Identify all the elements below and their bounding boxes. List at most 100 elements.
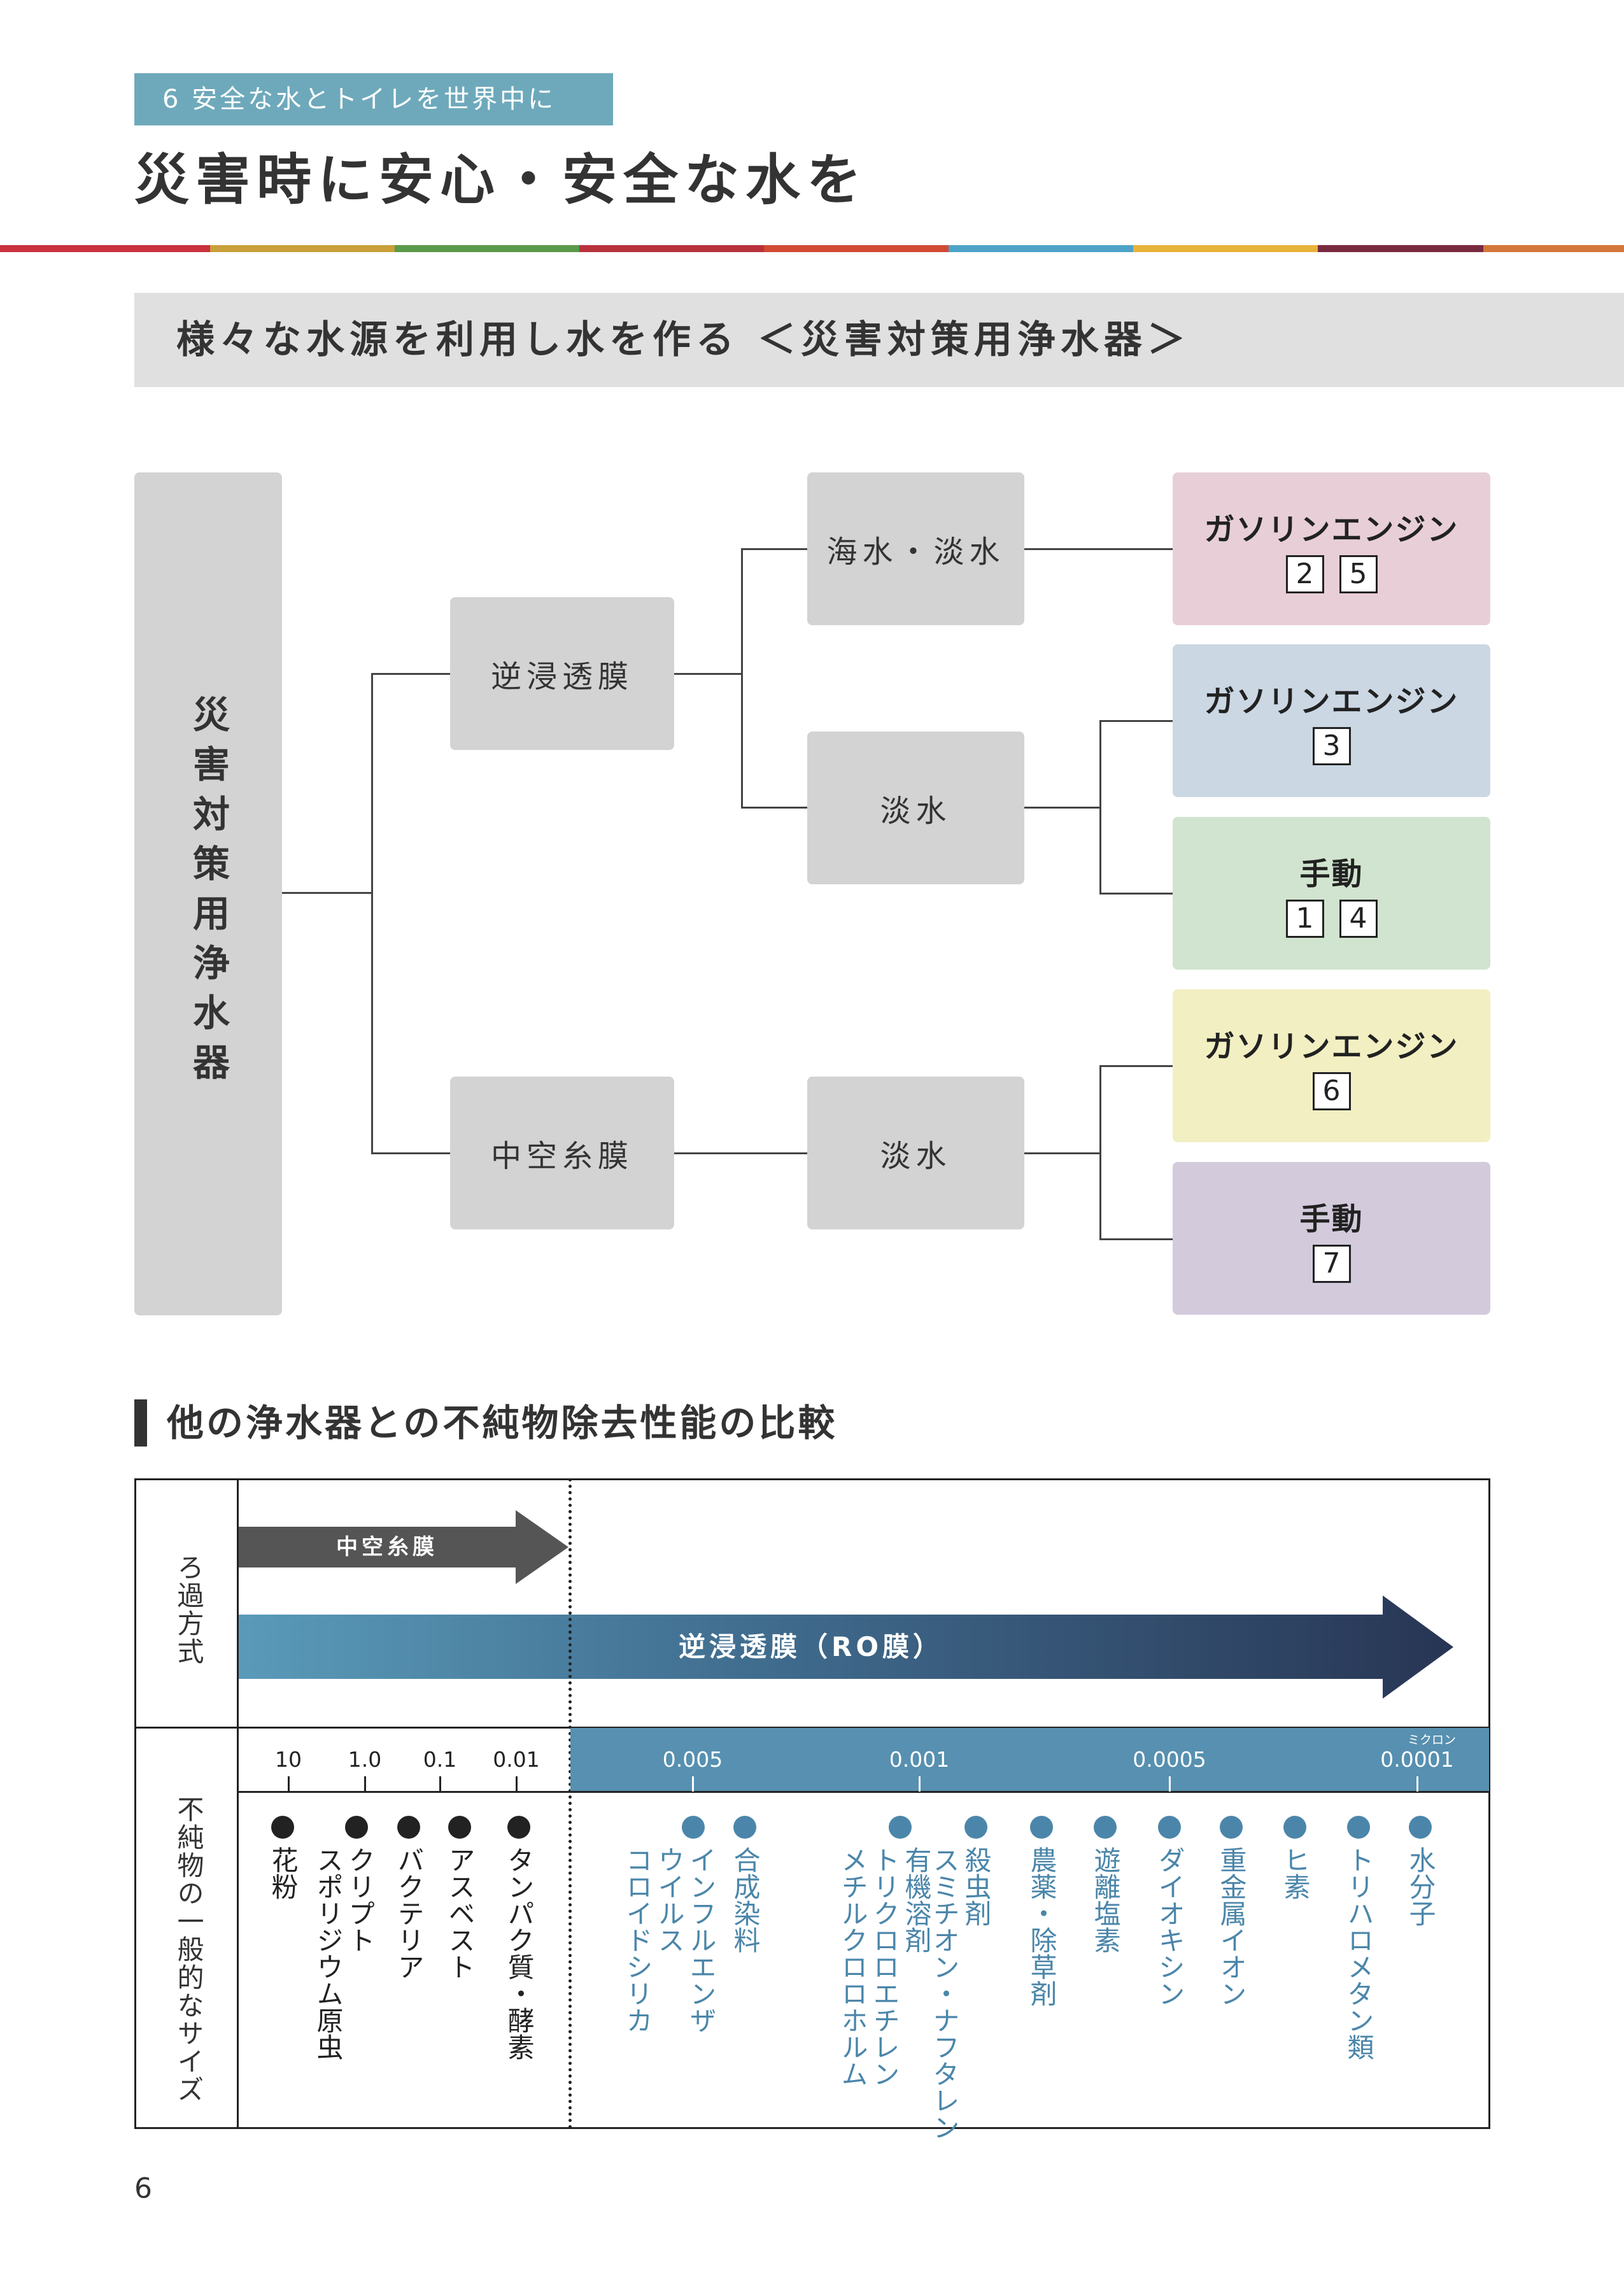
result-label: 手動: [1299, 1201, 1364, 1237]
connector: [1099, 720, 1173, 722]
connector: [1024, 548, 1173, 550]
section-title: 様々な水源を利用し水を作る ＜災害対策用浄水器＞: [176, 318, 1190, 362]
ro-membrane-node: 逆浸透膜: [450, 597, 674, 750]
model-number-badge: 3: [1312, 727, 1351, 765]
scale-label: 0.0001: [1380, 1747, 1454, 1772]
page-title: 災害時に安心・安全な水を: [134, 148, 868, 212]
impurity-label: タンパク質・酵素: [504, 1846, 535, 2060]
connector: [674, 673, 742, 675]
impurity-label: 有機溶剤 トリクロロエチレン メチルクロロホルム: [837, 1846, 932, 2087]
connector: [1099, 1065, 1101, 1240]
impurity-label: ダイオキシン: [1154, 1846, 1185, 2007]
connector: [674, 1152, 807, 1154]
size-marker-dot: [1283, 1816, 1306, 1839]
hollow-membrane-label: 中空糸膜: [490, 1138, 633, 1174]
result-label: ガソリンエンジン: [1204, 1029, 1459, 1065]
impurity-label: 重金属イオン: [1216, 1846, 1247, 2007]
scale-label: 0.005: [662, 1747, 723, 1772]
scale-tick: [364, 1776, 366, 1792]
model-number-badge: 6: [1312, 1072, 1351, 1110]
color-stripe: [0, 245, 1624, 252]
scale-tick: [288, 1776, 290, 1792]
scale-label: 10: [275, 1747, 302, 1772]
color-stripe-segment: [1318, 245, 1483, 252]
impurity-label: 花粉: [267, 1846, 299, 1900]
impurity-label: 合成染料: [730, 1846, 761, 1953]
size-marker-dot: [1158, 1816, 1181, 1839]
source-sea-fresh-label: 海水・淡水: [826, 534, 1005, 570]
ro-arrow-label: 逆浸透膜（RO膜）: [679, 1631, 944, 1662]
connector: [371, 673, 373, 1154]
scale-line: [239, 1791, 1490, 1793]
connector: [741, 548, 743, 808]
source-fresh-ro-label: 淡水: [880, 793, 952, 829]
scale-tick: [439, 1776, 441, 1792]
size-marker-dot: [1094, 1816, 1117, 1839]
heading-accent-bar: [134, 1399, 147, 1447]
connector: [1099, 893, 1173, 895]
source-fresh-hollow-label: 淡水: [880, 1138, 952, 1174]
model-number-badge: 1: [1285, 900, 1324, 938]
section-band: 様々な水源を利用し水を作る ＜災害対策用浄水器＞: [134, 293, 1624, 387]
scale-tick: [1169, 1776, 1171, 1792]
row-label-size: 不純物の一般的なサイズ: [173, 1795, 204, 2104]
model-numbers: 3: [1312, 727, 1351, 765]
root-node: 災害対策用浄水器: [134, 472, 282, 1315]
scale-band: [570, 1728, 1489, 1792]
connector: [1024, 1152, 1100, 1154]
connector: [371, 673, 450, 675]
connector: [741, 548, 807, 550]
size-marker-dot: [1409, 1816, 1432, 1839]
impurity-label: 遊離塩素: [1090, 1846, 1121, 1953]
hollow-arrow-label: 中空糸膜: [336, 1534, 438, 1560]
unit-label: ミクロン: [1407, 1733, 1457, 1747]
model-numbers: 7: [1312, 1245, 1351, 1283]
size-marker-dot: [345, 1816, 368, 1839]
scale-tick: [919, 1776, 921, 1792]
size-marker-dot: [733, 1816, 756, 1839]
comparison-heading: 他の浄水器との不純物除去性能の比較: [167, 1401, 838, 1445]
impurity-label: 農薬・除草剤: [1026, 1846, 1057, 2007]
connector: [371, 1152, 450, 1154]
color-stripe-segment: [0, 245, 210, 252]
root-label: 災害対策用浄水器: [187, 695, 230, 1093]
model-number-badge: 7: [1312, 1245, 1351, 1283]
color-stripe-segment: [210, 245, 395, 252]
size-marker-dot: [964, 1816, 987, 1839]
size-marker-dot: [271, 1816, 294, 1839]
impurity-label: ヒ素: [1280, 1846, 1311, 1900]
color-stripe-segment: [395, 245, 579, 252]
size-marker-dot: [682, 1816, 705, 1839]
source-fresh-ro-node: 淡水: [807, 732, 1024, 884]
source-sea-fresh-node: 海水・淡水: [807, 472, 1024, 625]
scale-tick: [516, 1776, 518, 1792]
color-stripe-segment: [949, 245, 1133, 252]
model-number-badge: 5: [1339, 555, 1378, 593]
size-marker-dot: [448, 1816, 471, 1839]
scale-label: 1.0: [348, 1747, 382, 1772]
color-stripe-segment: [1133, 245, 1318, 252]
comparison-table: [134, 1478, 1490, 2129]
result-node: ガソリンエンジン 6: [1173, 989, 1490, 1142]
color-stripe-segment: [764, 245, 949, 252]
connector: [1099, 720, 1101, 894]
color-stripe-segment: [579, 245, 764, 252]
result-label: ガソリンエンジン: [1204, 684, 1459, 719]
size-marker-dot: [889, 1816, 912, 1839]
scale-label: 0.01: [493, 1747, 540, 1772]
dashed-divider: [568, 1478, 572, 2129]
chapter-tag: 6 安全な水とトイレを世界中に: [134, 73, 613, 125]
model-numbers: 6: [1312, 1072, 1351, 1110]
size-marker-dot: [507, 1816, 530, 1839]
scale-label: 0.001: [889, 1747, 950, 1772]
connector: [1099, 1065, 1173, 1067]
connector: [1099, 1238, 1173, 1240]
result-node: 手動 7: [1173, 1162, 1490, 1315]
size-marker-dot: [1220, 1816, 1243, 1839]
scale-label: 0.0005: [1133, 1747, 1206, 1772]
impurity-label: インフルエンザ ウイルス コロイドシリカ: [622, 1846, 717, 2034]
